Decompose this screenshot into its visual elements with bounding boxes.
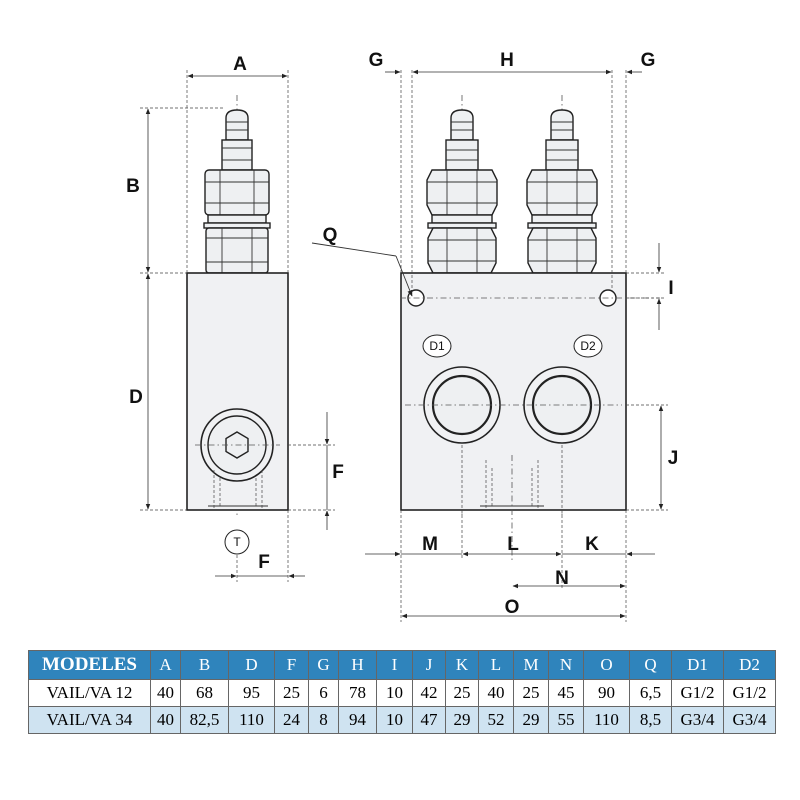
table-cell: 78 bbox=[338, 679, 377, 707]
table-cell: VAIL/VA 12 bbox=[28, 679, 151, 707]
table-cell: G3/4 bbox=[671, 706, 724, 734]
table-row: VAIL/VA 34 40 82,5 110 24 8 94 10 47 29 … bbox=[28, 706, 776, 734]
table-cell: 40 bbox=[150, 679, 181, 707]
front-view: D1 D2 H G G Q I bbox=[311, 50, 679, 622]
table-cell: 29 bbox=[513, 706, 549, 734]
table-cell: 40 bbox=[478, 679, 514, 707]
table-cell: 42 bbox=[412, 679, 446, 707]
table-row: VAIL/VA 12 40 68 95 25 6 78 10 42 25 40 … bbox=[28, 679, 776, 707]
header-cell: B bbox=[180, 650, 229, 680]
port-label-t: T bbox=[233, 535, 241, 549]
table-cell: 95 bbox=[228, 679, 275, 707]
table-header-row: MODELES A B D F G H I J K L M N O Q D1 D… bbox=[28, 650, 776, 680]
table-cell: 110 bbox=[583, 706, 630, 734]
port-label-d2: D2 bbox=[580, 339, 596, 353]
table-cell: 8 bbox=[308, 706, 339, 734]
dim-label-a: A bbox=[233, 54, 247, 75]
table-cell: 25 bbox=[445, 679, 479, 707]
table-cell: 8,5 bbox=[629, 706, 672, 734]
table-cell: 29 bbox=[445, 706, 479, 734]
table-cell: 6 bbox=[308, 679, 339, 707]
technical-drawing: T A B D F F bbox=[126, 50, 679, 622]
table-cell: 82,5 bbox=[180, 706, 229, 734]
header-cell: G bbox=[308, 650, 339, 680]
header-cell: Q bbox=[629, 650, 672, 680]
header-cell: L bbox=[478, 650, 514, 680]
port-label-d1: D1 bbox=[429, 339, 445, 353]
table-cell: 25 bbox=[513, 679, 549, 707]
side-view: T A B D F F bbox=[126, 54, 344, 582]
table-cell: 68 bbox=[180, 679, 229, 707]
table-cell: 90 bbox=[583, 679, 630, 707]
table-cell: G3/4 bbox=[723, 706, 776, 734]
table-cell: G1/2 bbox=[723, 679, 776, 707]
spec-table: MODELES A B D F G H I J K L M N O Q D1 D… bbox=[28, 650, 776, 734]
table-cell: 55 bbox=[548, 706, 584, 734]
header-cell: K bbox=[445, 650, 479, 680]
dim-label-o: O bbox=[505, 597, 520, 618]
dim-label-d: D bbox=[129, 387, 143, 408]
dim-label-f-bottom: F bbox=[258, 552, 270, 573]
dim-label-f-side: F bbox=[332, 462, 344, 483]
header-cell: N bbox=[548, 650, 584, 680]
table-cell: VAIL/VA 34 bbox=[28, 706, 151, 734]
dim-label-m: M bbox=[422, 534, 438, 555]
dim-label-n: N bbox=[555, 568, 569, 589]
header-cell: D bbox=[228, 650, 275, 680]
header-cell: D1 bbox=[671, 650, 724, 680]
header-cell: J bbox=[412, 650, 446, 680]
table-cell: 40 bbox=[150, 706, 181, 734]
dim-label-l: L bbox=[507, 534, 519, 555]
dim-label-h: H bbox=[500, 50, 514, 71]
dim-label-g-right: G bbox=[641, 50, 656, 71]
header-cell: F bbox=[274, 650, 309, 680]
dim-label-q: Q bbox=[323, 225, 338, 246]
table-cell: G1/2 bbox=[671, 679, 724, 707]
header-cell: M bbox=[513, 650, 549, 680]
header-cell: I bbox=[376, 650, 413, 680]
table-cell: 45 bbox=[548, 679, 584, 707]
table-cell: 10 bbox=[376, 706, 413, 734]
header-cell: A bbox=[150, 650, 181, 680]
dim-label-b: B bbox=[126, 176, 140, 197]
dim-label-k: K bbox=[585, 534, 599, 555]
table-cell: 24 bbox=[274, 706, 309, 734]
table-cell: 47 bbox=[412, 706, 446, 734]
table-cell: 10 bbox=[376, 679, 413, 707]
dim-label-i: I bbox=[668, 278, 673, 299]
table-cell: 94 bbox=[338, 706, 377, 734]
cartridge-left bbox=[426, 109, 498, 274]
header-cell: MODELES bbox=[28, 650, 151, 680]
cartridge-right bbox=[526, 109, 598, 274]
table-cell: 25 bbox=[274, 679, 309, 707]
dim-label-j: J bbox=[668, 448, 679, 469]
table-cell: 52 bbox=[478, 706, 514, 734]
header-cell: O bbox=[583, 650, 630, 680]
table-cell: 110 bbox=[228, 706, 275, 734]
header-cell: H bbox=[338, 650, 377, 680]
header-cell: D2 bbox=[723, 650, 776, 680]
table-cell: 6,5 bbox=[629, 679, 672, 707]
dim-label-g-left: G bbox=[369, 50, 384, 71]
